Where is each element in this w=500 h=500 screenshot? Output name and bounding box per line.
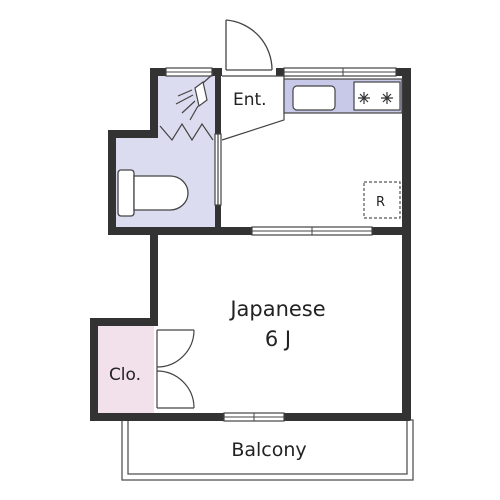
closet-label: Clo.	[109, 365, 141, 385]
entrance-door[interactable]	[222, 19, 276, 76]
shower-head-icon	[159, 73, 214, 142]
balcony-label: Balcony	[231, 439, 306, 461]
closet-area	[96, 324, 154, 417]
stove-panel	[353, 81, 401, 111]
fridge-label: R	[376, 195, 385, 210]
main-room-size: 6 J	[265, 327, 291, 351]
fridge-outline	[363, 181, 401, 219]
window-mullions	[166, 68, 396, 421]
main-room-label: Japanese	[228, 297, 325, 321]
bathroom-sliding-door[interactable]	[214, 133, 222, 206]
sink-icon	[292, 85, 336, 111]
stove-burner-icon	[358, 92, 393, 104]
toilet-icon	[117, 169, 189, 217]
closet-doors[interactable]	[156, 329, 195, 409]
entrance-label: Ent.	[233, 90, 267, 110]
